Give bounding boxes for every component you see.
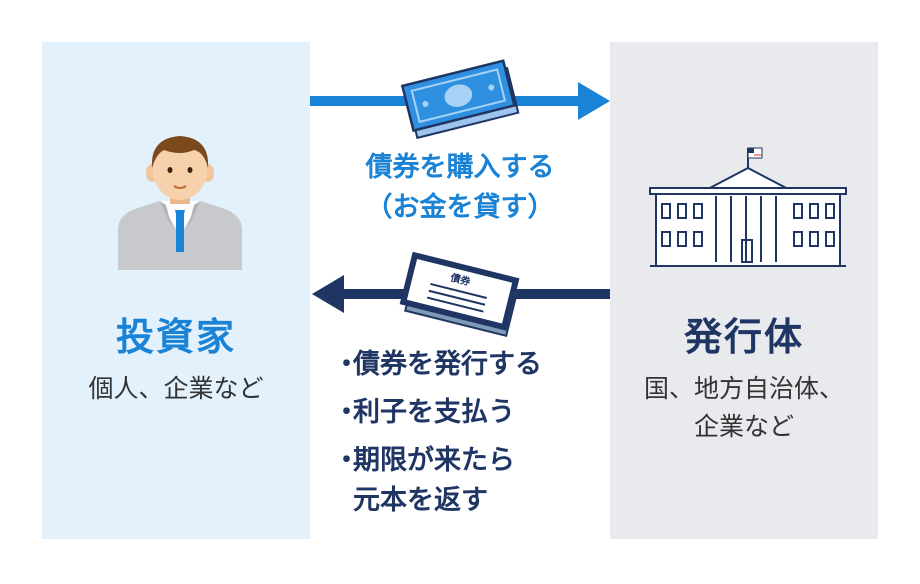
issuer-panel: 発行体 国、地方自治体、 企業など: [610, 42, 878, 539]
issuer-obligations-list: ・債券を発行する ・利子を支払う ・期限が来たら 元本を返す: [333, 345, 613, 529]
purchase-bond-label: 債券を購入する （お金を貸す）: [310, 148, 610, 228]
purchase-bond-line1: 債券を購入する: [365, 152, 555, 183]
list-item-text: 利子を支払う: [353, 397, 515, 428]
issuer-title: 発行体: [683, 315, 804, 359]
purchase-bond-line2: （お金を貸す）: [365, 192, 555, 223]
investor-title: 投資家: [115, 315, 236, 359]
investor-subtitle: 個人、企業など: [88, 374, 264, 403]
government-building-icon: [649, 147, 847, 267]
list-item: ・債券を発行する: [333, 345, 613, 385]
list-item-text: 債券を発行する: [353, 349, 542, 380]
issuer-subtitle: 国、地方自治体、 企業など: [643, 374, 844, 441]
list-item: ・期限が来たら 元本を返す: [333, 441, 613, 521]
investor-person-icon: [118, 136, 242, 270]
bond-certificate-icon: 債券: [399, 251, 520, 338]
list-item: ・利子を支払う: [333, 393, 613, 433]
investor-panel: 投資家 個人、企業など: [42, 42, 310, 539]
list-item-text: 期限が来たら 元本を返す: [353, 445, 515, 516]
banknote-icon: [400, 59, 520, 140]
